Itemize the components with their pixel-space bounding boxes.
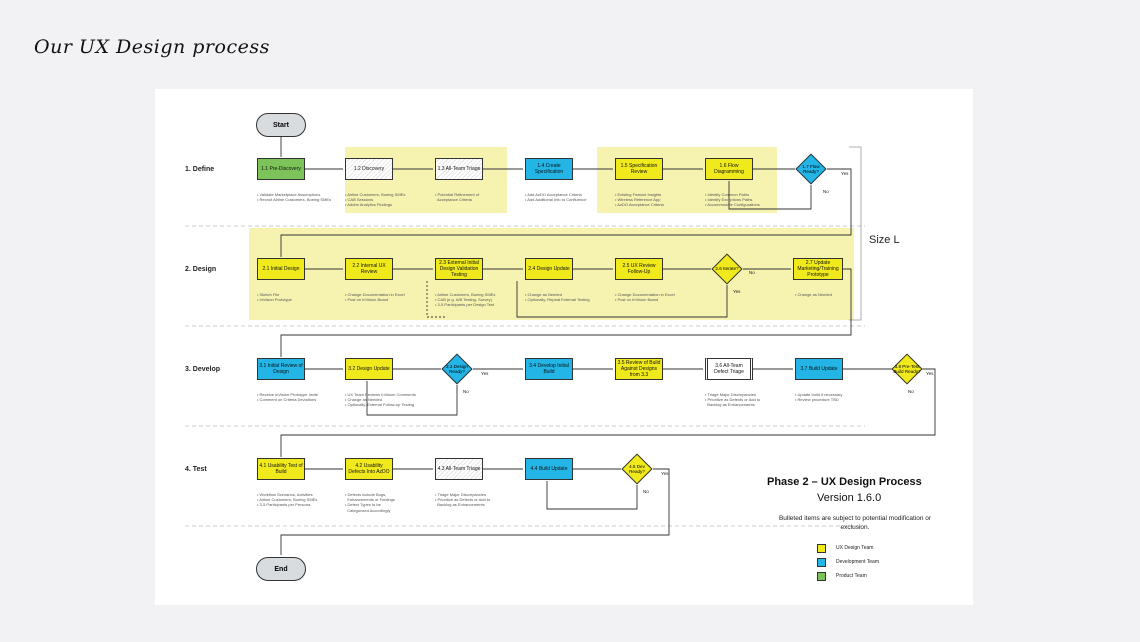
end-terminal: End bbox=[256, 557, 306, 581]
note-4-3: • Triage Major Discrepancies • Prioritiz… bbox=[435, 492, 491, 508]
phase-version: Version 1.6.0 bbox=[817, 492, 882, 504]
decision-2-6: 2.6 Iterate? bbox=[711, 253, 743, 285]
note-1-5: • Existing Feature Insights • Wireless R… bbox=[615, 192, 664, 208]
note-3-7: • Update build if necessary • Review pro… bbox=[795, 392, 843, 403]
lane-test: 4. Test bbox=[185, 466, 207, 473]
node-2-2: 2.2 Internal UX Review bbox=[345, 258, 393, 280]
decision-2-6-label: 2.6 Iterate? bbox=[715, 266, 739, 272]
node-2-7: 2.7 Update Marketing/Training Prototype bbox=[793, 258, 843, 280]
no-label: No bbox=[643, 489, 649, 494]
node-1-3: 1.3 All-Team Triage bbox=[435, 158, 483, 180]
lane-define: 1. Define bbox=[185, 166, 215, 173]
node-4-4: 4.4 Build Update bbox=[525, 458, 573, 480]
decision-4-5-label: 4.5 Dev Ready? bbox=[629, 463, 645, 475]
node-3-6: 3.6 All-Team Defect Triage bbox=[705, 358, 753, 380]
legend-swatch bbox=[817, 557, 826, 567]
legend-label: UX Design Team bbox=[836, 545, 874, 551]
note-2-7: • Change as Needed bbox=[795, 292, 832, 297]
legend-swatch bbox=[817, 543, 826, 553]
note-1-3: • Potential Refinement of Acceptance Cri… bbox=[435, 192, 480, 203]
process-diagram: 1. Define 2. Design 3. Develop 4. Test S… bbox=[155, 89, 973, 605]
legend-swatch bbox=[817, 571, 826, 581]
legend-item-ux: UX Design Team bbox=[817, 543, 873, 553]
note-2-4: • Change as Needed • Optionally, Repeat … bbox=[525, 292, 590, 303]
note-4-1: • Workflow Scenarios, Activities • Airli… bbox=[257, 492, 318, 508]
note-2-3: • Airline Customers, Boeing SMEs • CAB (… bbox=[435, 292, 496, 308]
decision-1-7-label: 1.7 Flow Ready? bbox=[802, 163, 820, 175]
note-1-4: • Add AzDO Acceptance Criteria • Add Add… bbox=[525, 192, 587, 203]
no-label: No bbox=[749, 270, 755, 275]
node-3-2: 3.2 Design Update bbox=[345, 358, 393, 380]
node-2-5: 2.5 UX Review Follow-Up bbox=[615, 258, 663, 280]
phase-note: Bulleted items are subject to potential … bbox=[778, 515, 932, 531]
node-2-3: 2.3 External Initial Design Validation T… bbox=[435, 258, 483, 280]
note-2-1: • Sketch File • InVision Prototype bbox=[257, 292, 292, 303]
decision-3-3: 3.3 Design Ready? bbox=[441, 353, 473, 385]
node-1-1: 1.1 Pre-Discovery bbox=[257, 158, 305, 180]
yes-label: Yes bbox=[926, 371, 934, 376]
page-title: Our UX Design process bbox=[34, 36, 270, 58]
legend-label: Product Team bbox=[836, 573, 867, 579]
decision-3-8-label: 3.8 Pre-Test Build Ready? bbox=[893, 363, 921, 375]
decision-3-8: 3.8 Pre-Test Build Ready? bbox=[891, 353, 923, 385]
size-bracket bbox=[849, 146, 862, 321]
node-4-3: 4.3 All-Team Triage bbox=[435, 458, 483, 480]
legend-item-dev: Development Team bbox=[817, 557, 879, 567]
note-3-2: • UX Team Reviews InVision Comments • Ch… bbox=[345, 392, 416, 408]
legend-label: Development Team bbox=[836, 559, 879, 565]
node-1-6: 1.6 Flow Diagramming bbox=[705, 158, 753, 180]
node-3-1: 3.1 Initial Review of Design bbox=[257, 358, 305, 380]
decision-3-3-label: 3.3 Design Ready? bbox=[446, 363, 468, 375]
note-3-6: • Triage Major Discrepancies • Prioritiz… bbox=[705, 392, 761, 408]
node-3-5: 3.5 Review of Build Against Designs from… bbox=[615, 358, 663, 380]
note-4-2: • Defects include Bugs, Enhancements or … bbox=[345, 492, 395, 513]
node-3-4: 3.4 Develop Initial Build bbox=[525, 358, 573, 380]
no-label: No bbox=[823, 189, 829, 194]
node-3-7: 3.7 Build Update bbox=[795, 358, 843, 380]
yes-label: Yes bbox=[841, 171, 849, 176]
note-2-5: • Change Documentation in Excel • Post o… bbox=[615, 292, 675, 303]
size-label: Size L bbox=[869, 234, 900, 246]
decision-1-7: 1.7 Flow Ready? bbox=[795, 153, 827, 185]
lane-design: 2. Design bbox=[185, 266, 217, 273]
node-1-2: 1.2 Discovery bbox=[345, 158, 393, 180]
node-4-1: 4.1 Usability Test of Build bbox=[257, 458, 305, 480]
note-3-1: • Receive InVision Prototype Invite • Co… bbox=[257, 392, 319, 403]
node-4-2: 4.2 Usability Defects Into AzDO bbox=[345, 458, 393, 480]
node-1-5: 1.5 Specification Review bbox=[615, 158, 663, 180]
start-terminal: Start bbox=[256, 113, 306, 137]
lane-develop: 3. Develop bbox=[185, 366, 221, 373]
no-label: No bbox=[908, 389, 914, 394]
yes-label: Yes bbox=[661, 471, 669, 476]
lane-separators bbox=[185, 225, 865, 527]
node-2-1: 2.1 Initial Design bbox=[257, 258, 305, 280]
note-1-1: • Validate Marketplace Assumptions • Rec… bbox=[257, 192, 332, 203]
note-1-2: • Airline Customers, Boeing SMEs • CAB S… bbox=[345, 192, 406, 208]
legend-item-product: Product Team bbox=[817, 571, 867, 581]
note-2-2: • Change Documentation in Excel • Post o… bbox=[345, 292, 405, 303]
yes-label: Yes bbox=[481, 371, 489, 376]
node-2-4: 2.4 Design Update bbox=[525, 258, 573, 280]
phase-title: Phase 2 – UX Design Process bbox=[767, 476, 922, 488]
no-label: No bbox=[463, 389, 469, 394]
decision-4-5: 4.5 Dev Ready? bbox=[621, 453, 653, 485]
note-1-6: • Identify Common Paths • Identify Excep… bbox=[705, 192, 760, 208]
yes-label: Yes bbox=[733, 289, 741, 294]
node-1-4: 1.4 Create Specification bbox=[525, 158, 573, 180]
